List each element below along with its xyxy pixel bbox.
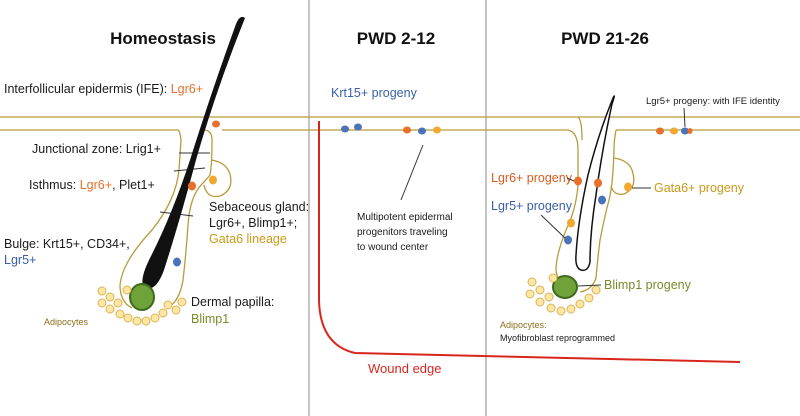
adipocyte — [575, 299, 585, 309]
adipocyte — [141, 316, 151, 326]
adipocyte — [546, 303, 556, 313]
adipocyte — [171, 305, 181, 315]
wound-edge-label: Wound edge — [368, 361, 442, 376]
ife-late-cell-blue — [681, 127, 689, 135]
krt15-cell-1 — [341, 125, 349, 133]
adipocyte — [97, 286, 107, 296]
progenitor-cell-blue — [418, 127, 426, 135]
panel-homeostasis: Homeostasis — [0, 16, 309, 327]
junctional-label: Junctional zone: Lrig1+ — [32, 142, 161, 156]
adipocyte — [113, 298, 123, 308]
adipocytes-late-label-2: Myofibroblast reprogrammed — [500, 333, 615, 343]
sebaceous-label-title: Sebaceous gland: — [209, 200, 309, 214]
epidermis-outline — [0, 116, 309, 141]
lgr5-ife-pointer — [683, 107, 686, 128]
panel-pwd-21-26: PWD 21-26 — [486, 29, 800, 343]
follicle-late-cell-blue-2 — [564, 235, 572, 245]
sebaceous-cell — [209, 175, 217, 185]
follicle-outline — [119, 139, 213, 309]
epidermis-early — [309, 116, 486, 131]
adipocyte — [123, 313, 133, 323]
progenitor-cell-gold — [433, 126, 441, 134]
adipocyte — [591, 285, 601, 295]
bulge-label-lgr5: Lgr5+ — [4, 253, 36, 267]
krt15-progeny-label: Krt15+ progeny — [331, 86, 418, 100]
adipocyte — [132, 316, 142, 326]
adipocyte — [556, 306, 566, 316]
pwd-early-title: PWD 2-12 — [357, 29, 435, 48]
ife-cell-lgr6 — [212, 120, 220, 128]
epidermis-late — [486, 116, 800, 151]
ife-late-cell-orange — [656, 127, 664, 135]
krt15-cell-2 — [354, 123, 362, 131]
ife-label: Interfollicular epidermis (IFE): Lgr6+ — [4, 82, 203, 96]
adipocytes-late-label-1: Adipocytes: — [500, 320, 547, 330]
adipocyte — [177, 297, 187, 307]
adipocyte — [584, 293, 594, 303]
dermal-papilla-label: Dermal papilla: — [191, 295, 274, 309]
bulge-cell-lgr5 — [173, 257, 181, 267]
lgr6-progeny-label: Lgr6+ progeny — [491, 171, 573, 185]
progenitor-pointer — [400, 144, 424, 201]
dermal-papilla-late — [552, 275, 578, 299]
multipotent-label-2: progenitors traveling — [357, 227, 448, 238]
adipocyte — [150, 313, 160, 323]
isthmus-cell-lgr6 — [188, 181, 196, 191]
lgr6-progeny-pointer — [566, 177, 575, 182]
lgr5-ife-label: Lgr5+ progeny: with IFE identity — [646, 96, 780, 107]
adipocyte — [163, 300, 173, 310]
sebaceous-label-lineage: Gata6 lineage — [209, 232, 287, 246]
adipocytes-homeostasis — [97, 285, 187, 326]
lgr5-progeny-label: Lgr5+ progeny — [491, 199, 573, 213]
adipocyte — [548, 273, 558, 283]
sebaceous-late-cell-gold — [624, 182, 632, 192]
adipocyte — [115, 309, 125, 319]
adipocyte — [105, 304, 115, 314]
adipocyte — [535, 297, 545, 307]
homeostasis-title: Homeostasis — [110, 29, 216, 48]
adipocyte — [566, 304, 576, 314]
ife-late-cell-orange-2 — [687, 128, 693, 134]
isthmus-late-cell-orange — [574, 176, 582, 186]
adipocyte — [535, 285, 545, 295]
dermal-papilla-blimp1: Blimp1 — [191, 312, 229, 326]
multipotent-label-1: Multipotent epidermal — [357, 212, 453, 223]
blimp1-progeny-label: Blimp1 progeny — [604, 278, 692, 292]
adipocyte — [527, 277, 537, 287]
sebaceous-late-outline — [610, 157, 635, 195]
multipotent-label-3: to wound center — [357, 242, 429, 253]
dermal-papilla — [129, 283, 155, 311]
adipocyte — [105, 292, 115, 302]
adipocyte — [122, 285, 132, 295]
progenitor-cell-orange — [403, 126, 411, 134]
wound-edge-line — [318, 121, 741, 363]
lgr5-progeny-pointer — [540, 214, 566, 239]
adipocyte — [544, 292, 554, 302]
adipocyte — [525, 289, 535, 299]
sebaceous-gland-outline — [203, 159, 232, 198]
adipocyte — [158, 308, 168, 318]
follicle-late-cell-orange — [594, 178, 602, 188]
adipocytes-label: Adipocytes — [44, 317, 89, 327]
panel-pwd-2-12: PWD 2-12 Wound edge Krt15+ progeny Multi… — [309, 29, 741, 376]
blimp1-progeny-pointer — [577, 284, 602, 287]
hair-shaft — [142, 16, 245, 289]
ife-late-cell-gold — [670, 127, 678, 135]
pwd-late-title: PWD 21-26 — [561, 29, 649, 48]
follicle-late-cell-blue-1 — [598, 195, 606, 205]
sebaceous-label-markers: Lgr6+, Blimp1+; — [209, 216, 297, 230]
adipocyte — [97, 298, 107, 308]
adipocytes-late — [525, 273, 601, 316]
bulge-label: Bulge: Krt15+, CD34+, — [4, 237, 130, 251]
isthmus-label: Isthmus: Lgr6+, Plet1+ — [29, 178, 155, 192]
follicle-late-cell-gold — [567, 218, 575, 228]
gata6-progeny-label: Gata6+ progeny — [654, 181, 745, 195]
